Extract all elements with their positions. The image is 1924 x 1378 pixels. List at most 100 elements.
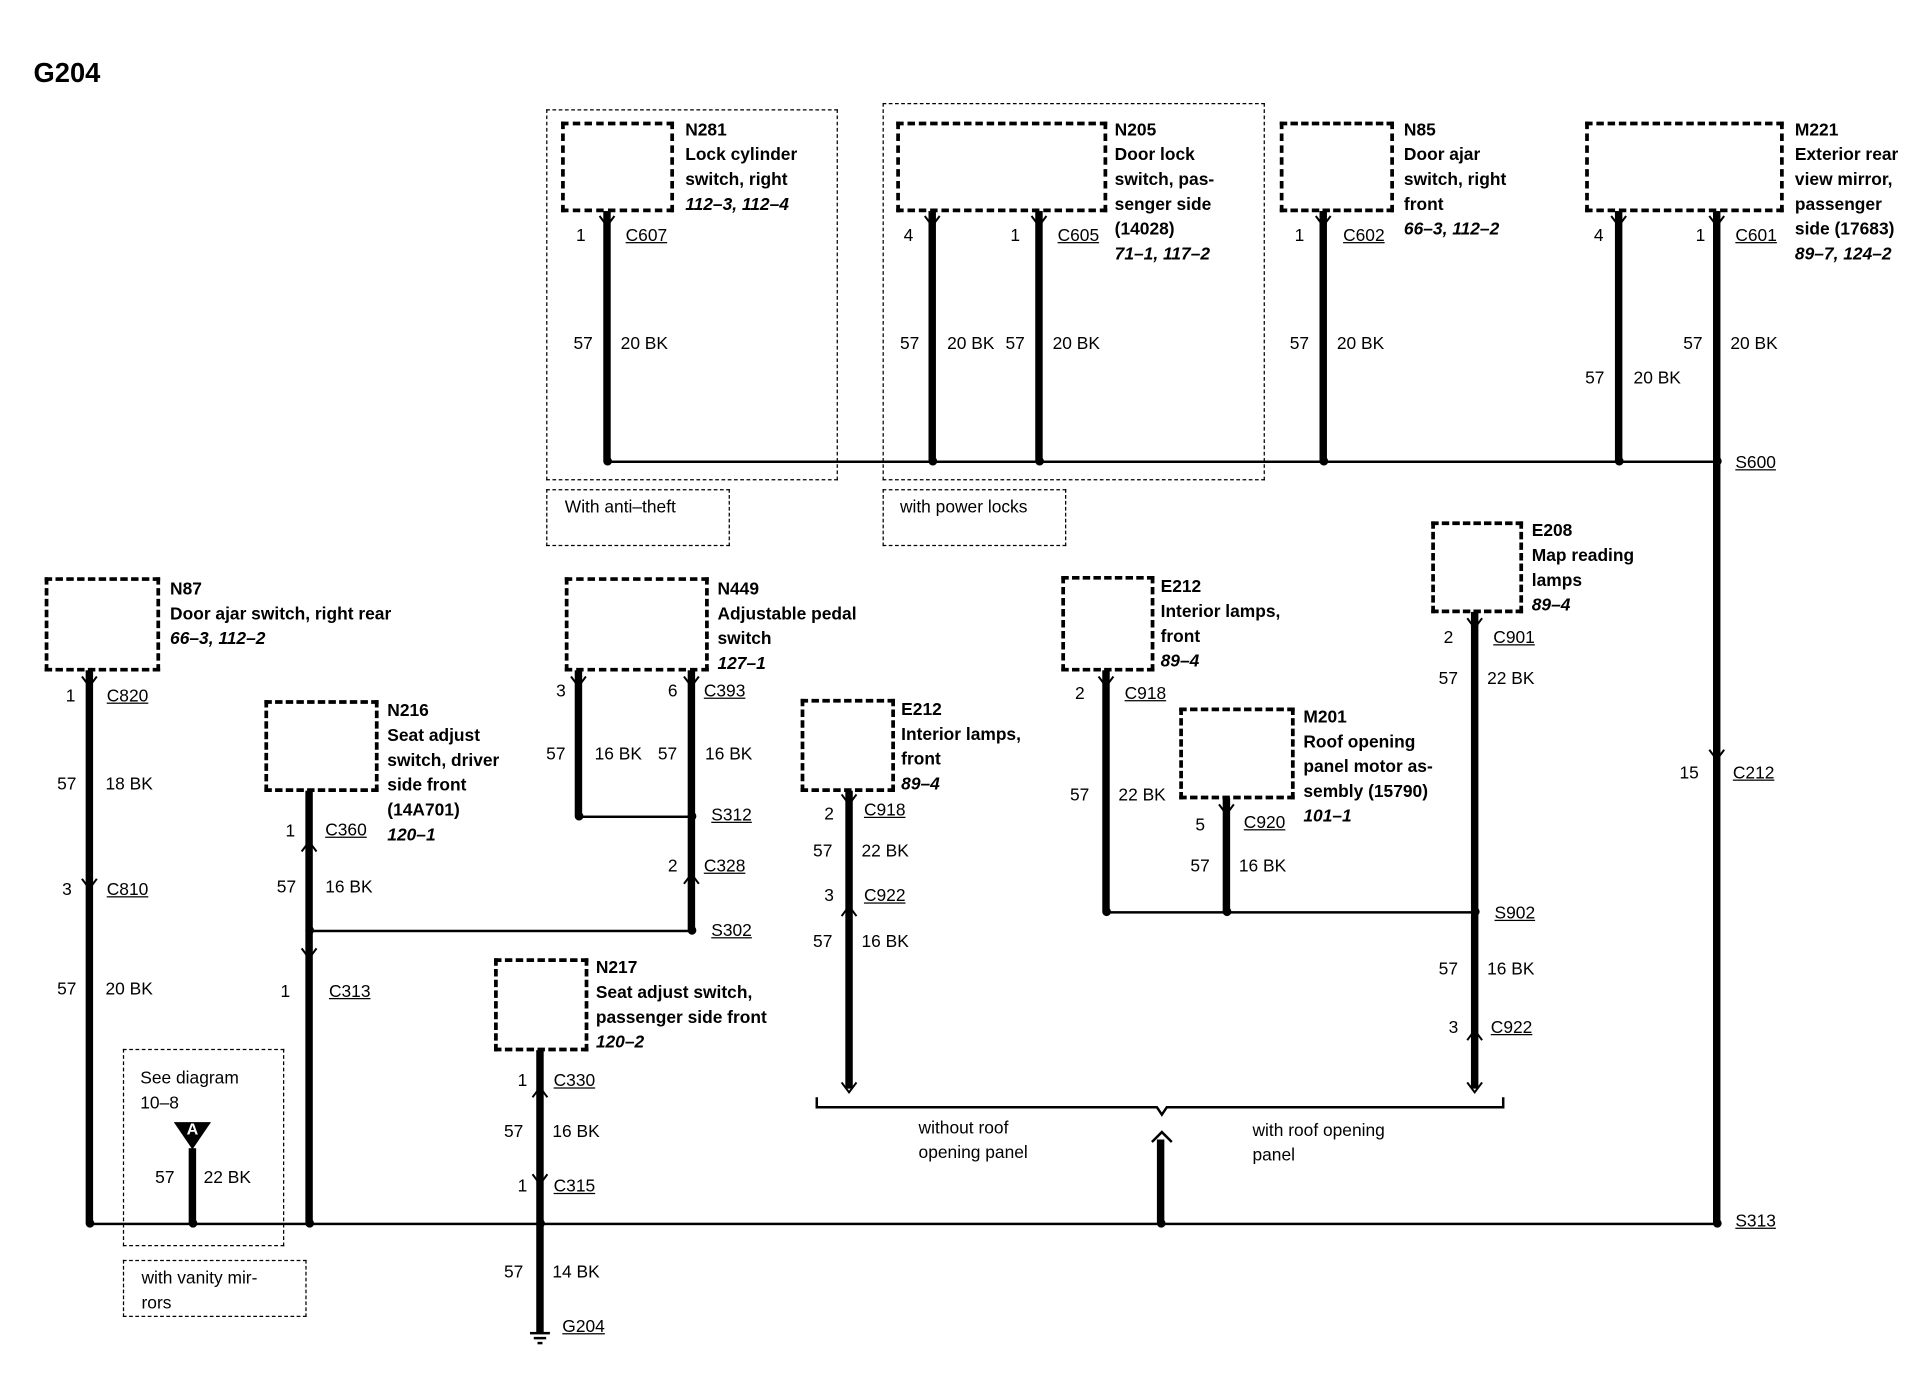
option-box-see-diagram [122,1048,285,1247]
component-label-n85: N85 Door ajar switch, right front 66–3, … [1403,119,1507,239]
component-box-e212b [1061,575,1155,672]
circuit-number: 57 [276,876,297,897]
pin-number: 15 [1679,762,1699,783]
pin-number: 6 [667,680,678,701]
pin-number: 1 [517,1070,528,1090]
splice-line-s902 [1105,911,1475,913]
circuit-number: 57 [57,773,77,794]
wire [1470,611,1479,1089]
pin-number: 1 [280,980,291,1001]
splice-dot [536,1218,545,1228]
pin-number: 4 [903,224,914,245]
wire [1319,211,1327,461]
note-see-diagram: See diagram 10–8 [140,1067,239,1113]
splice-s313: S313 [1735,1210,1776,1231]
component-box-n281 [561,121,675,213]
connector-c602: C602 [1343,224,1385,245]
option-label-box [546,489,730,547]
ground-g204: G204 [562,1315,605,1336]
option-label-box [882,489,1067,547]
component-label-e212b: E212 Interior lamps, front 89–4 [1160,575,1281,671]
component-box-n217 [494,958,589,1052]
splice-line-s302 [309,929,692,932]
splice-dot [305,926,315,935]
connector-c918: C918 [863,799,906,820]
circuit-number: 57 [1585,367,1605,388]
pin-number: 1 [1010,224,1021,245]
component-label-n87: N87 Door ajar switch, right rear 66–3, 1… [170,578,392,648]
splice-dot [305,1218,315,1228]
component-box-e212a [800,698,895,792]
wire-spec: 20 BK [1052,332,1100,353]
splice-s902: S902 [1494,902,1536,923]
component-label-e212a: E212 Interior lamps, front 89–4 [901,698,1021,794]
wire-spec: 16 BK [594,743,642,764]
component-label-n449: N449 Adjustable pedal switch 127–1 [717,578,857,673]
pin-number: 2 [1443,626,1454,647]
circuit-number: 57 [503,1261,524,1282]
circuit-number: 57 [1683,332,1703,353]
note-with-roof: with roof opening panel [1252,1119,1385,1165]
component-box-n216 [264,700,379,792]
pin-number: 3 [62,878,72,899]
wire-spec: 22 BK [1118,784,1166,805]
pin-number: 2 [1074,682,1085,703]
circuit-number: 57 [503,1120,524,1141]
wire [1035,211,1043,461]
splice-dot [687,926,697,935]
pin-number: 4 [1593,224,1604,245]
wire-spec: 20 BK [1730,332,1778,353]
connector-c330: C330 [553,1070,596,1090]
ground-bar [533,1336,547,1340]
component-label-n216: N216 Seat adjust switch, driver side fro… [387,700,500,845]
note-anti-theft: With anti–theft [564,496,676,517]
circuit-number: 57 [573,332,593,353]
wire-spec: 16 BK [1487,958,1535,979]
splice-dot [1470,907,1480,917]
wire [928,211,936,461]
connector-c360: C360 [325,819,367,840]
circuit-number: 57 [899,332,920,353]
circuit-number: 57 [1438,958,1459,979]
component-label-e208: E208 Map reading lamps 89–4 [1531,520,1635,615]
component-label-n205: N205 Door lock switch, pas- senger side … [1114,119,1215,264]
splice-dot [1156,1218,1166,1228]
splice-dot [1319,456,1329,466]
wire-spec: 16 BK [705,743,753,764]
wire [1222,798,1231,912]
wire [305,790,313,1223]
wire [1614,211,1623,461]
splice-dot [1035,456,1044,466]
circuit-number: 57 [1005,332,1025,353]
ref-letter: A [186,1119,199,1139]
component-box-n205 [896,121,1108,213]
connector-c918: C918 [1124,682,1167,703]
pin-number: 3 [556,680,566,701]
pin-number: 1 [517,1175,528,1196]
pin-number: 3 [1448,1016,1459,1037]
splice-dot [85,1218,95,1228]
component-label-m221: M221 Exterior rear view mirror, passenge… [1794,119,1899,264]
splice-dot [1712,1218,1722,1228]
connector-c601: C601 [1735,224,1777,245]
wire-spec: 18 BK [105,773,153,794]
wire-spec: 16 BK [1238,855,1287,876]
component-box-e208 [1431,521,1524,614]
splice-line-s600 [606,460,1721,463]
connector-c313: C313 [328,980,371,1001]
wire-spec: 20 BK [620,332,668,353]
pin-number: 1 [575,224,586,245]
connector-c901: C901 [1493,626,1535,647]
connector-c922: C922 [863,885,906,905]
pin-number: 3 [824,885,834,905]
component-box-m201 [1179,707,1295,800]
pin-number: 1 [1695,224,1706,245]
component-box-n449 [564,577,709,672]
wire-spec: 20 BK [1633,367,1681,388]
connector-c212: C212 [1732,762,1775,783]
component-label-n217: N217 Seat adjust switch, passenger side … [595,957,767,1052]
wire-spec: 16 BK [861,930,909,951]
splice-line-s312 [578,815,692,818]
pin-number: 1 [285,820,296,841]
splice-dot [1712,456,1722,466]
